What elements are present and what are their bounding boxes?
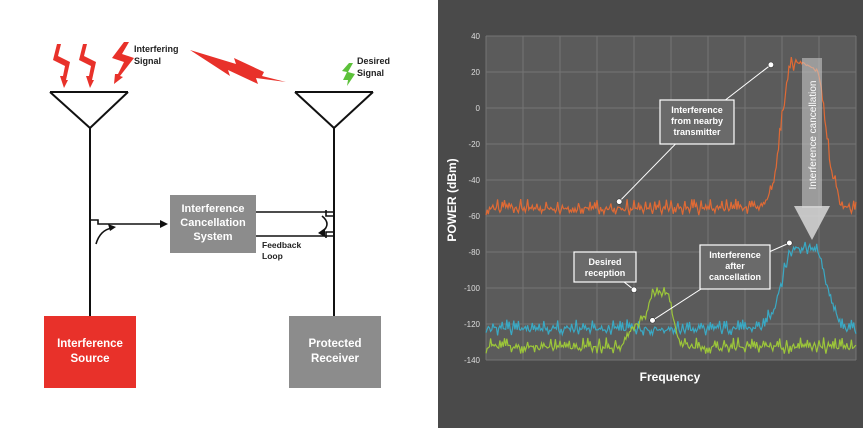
bolt-icon xyxy=(112,42,134,84)
annotation-text: Interference xyxy=(709,250,761,260)
protected-receiver-box xyxy=(289,316,381,388)
bolt-icon xyxy=(190,50,286,84)
y-tick-label: -60 xyxy=(468,212,480,221)
annotation-point xyxy=(616,198,623,205)
annotation-text: transmitter xyxy=(673,127,721,137)
y-tick-label: 20 xyxy=(471,68,480,77)
arrow-head-icon xyxy=(160,220,168,228)
annotation-text: Desired xyxy=(588,257,621,267)
series-group xyxy=(485,56,857,354)
feedback-loop-label: Feedback Loop xyxy=(262,240,301,261)
label-line: System xyxy=(193,231,232,243)
label-line: Interfering xyxy=(134,44,179,54)
y-tick-label: -40 xyxy=(468,176,480,185)
y-tick-label: -80 xyxy=(468,248,480,257)
protected-receiver-label: Protected Receiver xyxy=(308,338,361,365)
interference-source-box xyxy=(44,316,136,388)
interfering-signal-label: Interfering Signal xyxy=(134,44,179,66)
spectrum-chart: 40 20 0 -20 -40 -60 -80 -100 -120 -140 Interferen… xyxy=(445,32,857,384)
arrow-head-icon xyxy=(108,224,116,231)
interfering-signal-bolts xyxy=(53,42,355,88)
label-line: Source xyxy=(71,353,110,365)
cancellation-arrow-head-icon xyxy=(794,206,830,240)
coupler-to-cancellation xyxy=(90,219,162,245)
label-line: Interference xyxy=(182,203,245,215)
annotation-text: cancellation xyxy=(709,272,761,282)
annotation-point xyxy=(786,239,793,247)
annotation-box xyxy=(659,99,735,145)
y-tick-label: 40 xyxy=(471,32,480,41)
annotation-text: Interference xyxy=(671,105,723,115)
y-tick-label: -20 xyxy=(468,140,480,149)
label-line: Protected xyxy=(308,338,361,350)
cancellation-system-label: Interference Cancellation System xyxy=(180,203,246,243)
grid xyxy=(485,35,857,361)
label-line: Desired xyxy=(357,56,390,66)
cancellation-arrow-label: Interference cancellation xyxy=(808,81,819,190)
label-line: Signal xyxy=(134,56,161,66)
label-line: Interference xyxy=(57,338,123,350)
y-axis-label: POWER (dBm) xyxy=(445,158,459,241)
label-line: Receiver xyxy=(311,353,359,365)
cancellation-arrow: Interference cancellation xyxy=(794,58,830,240)
annotation-point xyxy=(767,61,775,68)
x-axis-label: Frequency xyxy=(640,370,701,384)
interference-diagram: Interfering Signal Desired Signal Interf… xyxy=(44,42,390,388)
left-antenna-icon xyxy=(49,91,129,316)
y-tick-labels: 40 20 0 -20 -40 -60 -80 -100 -120 -140 xyxy=(464,32,481,365)
label-line: Cancellation xyxy=(180,217,246,229)
annotation-box xyxy=(699,244,771,290)
annotation-point xyxy=(630,286,638,293)
y-tick-label: -140 xyxy=(464,356,481,365)
annotation-text: reception xyxy=(585,268,626,278)
label-line: Loop xyxy=(262,251,283,261)
annotation-text: from nearby xyxy=(671,116,723,126)
annotation-text: after xyxy=(725,261,745,271)
right-antenna-icon xyxy=(294,91,374,316)
bolt-icon xyxy=(79,44,96,88)
label-line: Feedback xyxy=(262,240,301,250)
series-line-3 xyxy=(485,287,857,354)
y-tick-label: -120 xyxy=(464,320,481,329)
spectrum-chart-panel: 40 20 0 -20 -40 -60 -80 -100 -120 -140 Interferen… xyxy=(438,0,863,428)
desired-signal-label: Desired Signal xyxy=(357,56,390,78)
annotation-point xyxy=(649,317,656,324)
series-line-2 xyxy=(485,241,857,337)
feedback-arrow-icon xyxy=(318,228,325,237)
y-tick-label: 0 xyxy=(476,104,481,113)
bolt-icon xyxy=(342,63,355,86)
cancellation-system-box xyxy=(170,195,256,253)
bolt-icon xyxy=(53,44,70,88)
annotation-box xyxy=(573,251,637,283)
label-line: Signal xyxy=(357,68,384,78)
series-line-1 xyxy=(485,56,857,217)
cancellation-output-lines xyxy=(256,210,334,238)
interference-source-label: Interference Source xyxy=(57,338,123,365)
y-tick-label: -100 xyxy=(464,284,481,293)
cancellation-arrow-shaft xyxy=(802,58,822,208)
